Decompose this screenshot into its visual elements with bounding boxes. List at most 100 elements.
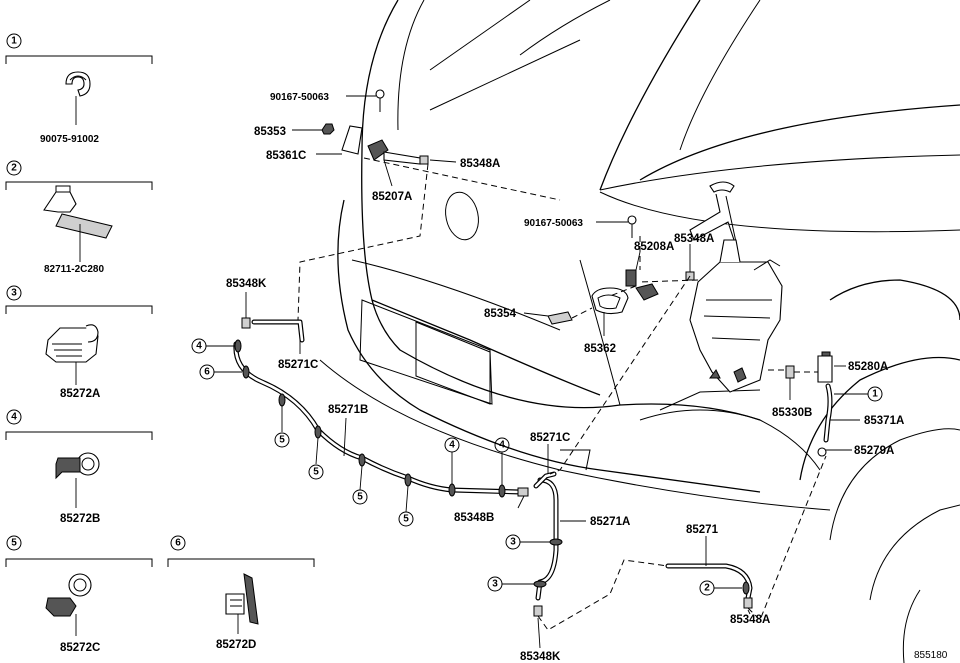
svg-text:4: 4 [499, 440, 505, 451]
hose-85271 [665, 563, 753, 609]
vehicle-body-outline [319, 0, 960, 663]
bracket-85208A-icon [625, 269, 637, 287]
callout-85271C-right[interactable]: 85271C [530, 432, 570, 444]
clip-marker-6[interactable]: 6 [199, 364, 215, 380]
svg-text:5: 5 [403, 514, 409, 525]
svg-text:5: 5 [357, 492, 363, 503]
callout-85362[interactable]: 85362 [584, 343, 616, 355]
clip-marker-2[interactable]: 2 [699, 580, 715, 596]
callout-85348A-bottom[interactable]: 85348A [730, 614, 770, 626]
connector-85348B-icon [517, 487, 529, 497]
callout-85348K-bottom[interactable]: 85348K [520, 651, 561, 663]
legend-item-1[interactable]: 1 90075-91002 [5, 33, 153, 145]
clip-marker-4-c[interactable]: 4 [494, 437, 510, 453]
clip-marker-3-b[interactable]: 3 [487, 576, 503, 592]
joint-85279A-icon [817, 447, 827, 457]
washer-pump-icon [817, 355, 833, 383]
legend-part-3: 85272A [60, 388, 100, 400]
legend-item-2[interactable]: 2 82711-2C280 [5, 160, 153, 275]
svg-text:5: 5 [313, 467, 319, 478]
sensor-bracket [547, 215, 695, 325]
svg-text:1: 1 [872, 389, 878, 400]
clip-marker-5-c[interactable]: 5 [352, 489, 368, 505]
callout-85208A[interactable]: 85208A [634, 241, 674, 253]
clamp-85272B-icon [55, 452, 100, 508]
callout-85271C-left[interactable]: 85271C [278, 359, 318, 371]
connector-85348K-icon [241, 317, 251, 329]
connector-85348A-icon-3 [743, 597, 753, 609]
svg-text:5: 5 [279, 435, 285, 446]
headlamp-washer-nozzle [321, 89, 429, 165]
clip-marker-4-b[interactable]: 4 [444, 437, 460, 453]
callout-85348B[interactable]: 85348B [454, 512, 494, 524]
callout-90167-50063-center[interactable]: 90167-50063 [524, 218, 583, 229]
callout-85371A[interactable]: 85371A [864, 415, 904, 427]
svg-text:6: 6 [175, 538, 181, 549]
callout-85348A-top[interactable]: 85348A [460, 158, 500, 170]
clamp-85272A-icon [45, 324, 99, 385]
svg-text:3: 3 [510, 537, 516, 548]
clip-marker-1[interactable]: 1 [867, 386, 883, 402]
clip-marker-5-b[interactable]: 5 [308, 464, 324, 480]
hose-clips [234, 339, 750, 595]
callout-85354[interactable]: 85354 [484, 308, 517, 320]
hose-85271A [533, 471, 559, 617]
cap-85353-icon [321, 123, 335, 135]
fastener-82711-icon [43, 185, 113, 262]
callout-85348A-center[interactable]: 85348A [674, 233, 714, 245]
clip-marker-5-a[interactable]: 5 [274, 432, 290, 448]
svg-text:3: 3 [11, 288, 17, 299]
svg-text:2: 2 [704, 583, 710, 594]
connector-85348A-icon [419, 155, 429, 165]
clip-markers: 4 6 5 5 5 5 4 4 [191, 338, 883, 596]
legend-item-5[interactable]: 5 85272C [5, 535, 153, 654]
legend-item-3[interactable]: 3 85272A [5, 285, 153, 400]
clip-marker-4-a[interactable]: 4 [191, 338, 207, 354]
leader-lines [206, 95, 868, 649]
washer-tank-icon [689, 261, 783, 393]
svg-text:1: 1 [11, 36, 17, 47]
callout-85348K-left[interactable]: 85348K [226, 278, 267, 290]
filler-cap-icon [709, 181, 735, 193]
clamp-90075-icon [65, 71, 91, 125]
clip-marker-5-d[interactable]: 5 [398, 511, 414, 527]
svg-text:3: 3 [492, 579, 498, 590]
callout-85279A[interactable]: 85279A [854, 445, 894, 457]
bezel-85362-icon [591, 287, 629, 315]
callout-85271A[interactable]: 85271A [590, 516, 630, 528]
clamp-85272D-icon [225, 573, 259, 634]
clip-marker-3-a[interactable]: 3 [505, 534, 521, 550]
legend-item-6[interactable]: 6 85272D [167, 535, 315, 651]
nozzle-85207A-icon [383, 151, 421, 165]
legend-part-2: 82711-2C280 [44, 264, 104, 275]
legend-item-4[interactable]: 4 85272B [5, 409, 153, 525]
connector-85348K-icon-2 [533, 605, 543, 617]
routing-lines [297, 157, 827, 631]
callout-labels: 90167-50063 85353 85361C 85207A 85348A 9… [226, 92, 904, 663]
bolt-90167-icon [375, 89, 385, 99]
washer-tank-assembly [689, 181, 833, 457]
legend-part-4: 85272B [60, 513, 100, 525]
cover-85361C-icon [341, 125, 363, 155]
callout-85330B[interactable]: 85330B [772, 407, 812, 419]
legend-part-6: 85272D [216, 639, 256, 651]
callout-90167-50063-top[interactable]: 90167-50063 [270, 92, 329, 103]
svg-text:4: 4 [196, 341, 202, 352]
callout-85280A[interactable]: 85280A [848, 361, 888, 373]
clamp-85272C-icon [45, 573, 92, 636]
callout-85207A[interactable]: 85207A [372, 191, 412, 203]
callout-85271[interactable]: 85271 [686, 524, 719, 536]
legend-panel: 1 90075-91002 2 82711-2C280 [5, 33, 315, 654]
callout-85353[interactable]: 85353 [254, 126, 286, 138]
legend-part-5: 85272C [60, 642, 100, 654]
callout-85271B[interactable]: 85271B [328, 404, 368, 416]
legend-part-1: 90075-91002 [40, 134, 99, 145]
grommet-85330B-icon [785, 365, 795, 379]
svg-text:6: 6 [204, 367, 210, 378]
callout-85361C[interactable]: 85361C [266, 150, 306, 162]
svg-text:4: 4 [449, 440, 455, 451]
svg-text:4: 4 [11, 412, 17, 423]
svg-text:2: 2 [11, 163, 17, 174]
hose-85271B [233, 317, 529, 497]
diagram-id: 855180 [914, 650, 948, 661]
